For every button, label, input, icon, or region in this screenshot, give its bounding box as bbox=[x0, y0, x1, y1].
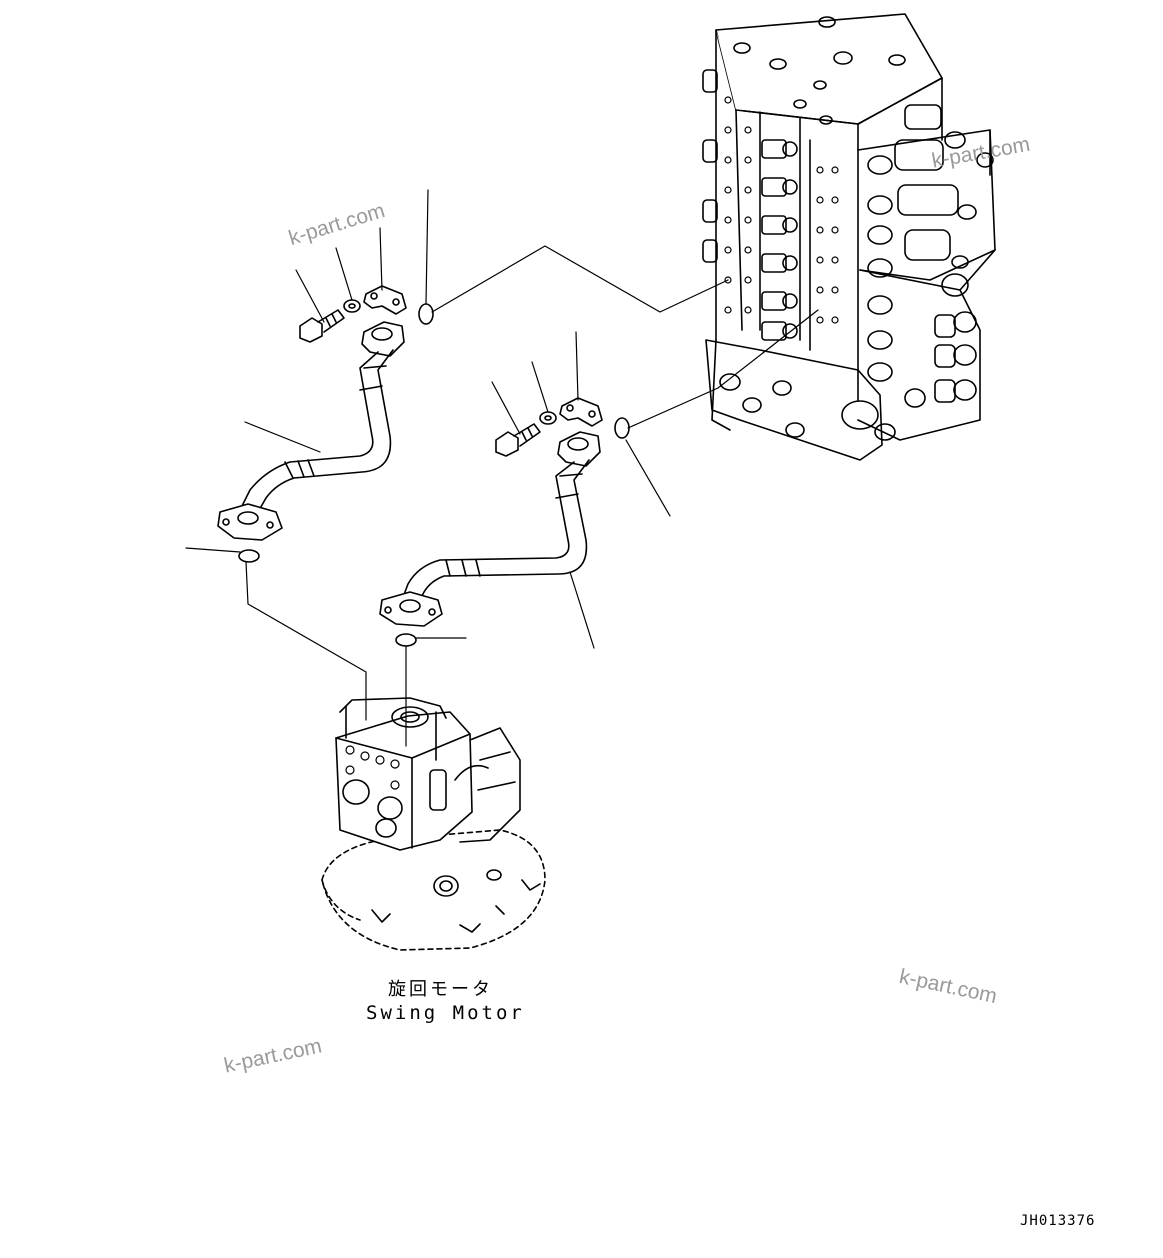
leader-lines bbox=[185, 189, 819, 747]
bolt-lower bbox=[495, 423, 541, 457]
bolt-upper bbox=[299, 309, 345, 343]
o-ring-motor-left bbox=[238, 549, 260, 563]
hose-assembly-right bbox=[379, 431, 601, 627]
washer-lower bbox=[539, 411, 557, 425]
swing-motor-caption-jp: 旋回モータ bbox=[388, 979, 493, 1000]
control-valve bbox=[702, 13, 996, 461]
split-flange-lower bbox=[559, 397, 603, 427]
o-ring-valve-upper bbox=[418, 303, 434, 325]
swing-motor bbox=[321, 697, 546, 951]
o-ring-valve-lower bbox=[614, 417, 630, 439]
washer-upper bbox=[343, 299, 361, 313]
o-ring-motor-right bbox=[395, 633, 417, 647]
split-flange-upper bbox=[363, 285, 407, 315]
swing-motor-caption-en: Swing Motor bbox=[366, 1002, 525, 1024]
hose-assembly-left bbox=[217, 321, 405, 541]
drawing-number: JH013376 bbox=[1020, 1213, 1096, 1229]
